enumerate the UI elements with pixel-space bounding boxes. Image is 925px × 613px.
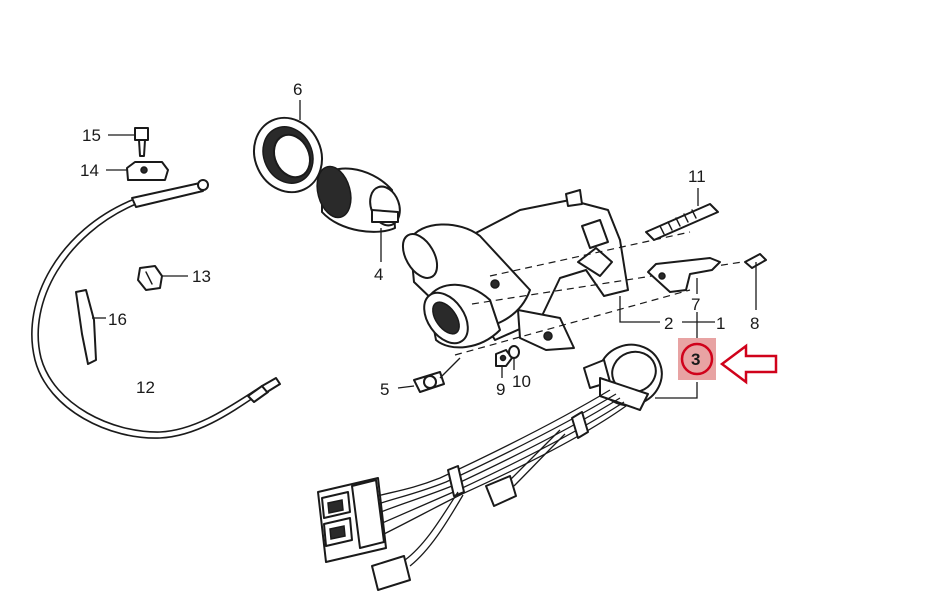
callout-9: 9 xyxy=(496,380,505,399)
callout-10: 10 xyxy=(512,372,531,391)
callout-7: 7 xyxy=(691,295,700,314)
pin-11-part xyxy=(645,188,719,241)
callout-4: 4 xyxy=(374,265,383,284)
clip-14-part xyxy=(106,161,169,181)
callout-15: 15 xyxy=(82,126,101,145)
grommet-16-part xyxy=(75,289,106,365)
callout-6: 6 xyxy=(293,80,302,99)
callout-5: 5 xyxy=(380,380,389,399)
callout-8: 8 xyxy=(750,314,759,333)
screw-15-part xyxy=(108,127,149,157)
ignition-switch-3-part xyxy=(583,343,698,411)
cable-12 xyxy=(31,179,281,439)
callout-14: 14 xyxy=(80,161,99,180)
lever-7-part xyxy=(647,257,721,338)
nut-9-part xyxy=(495,349,513,378)
highlight-marker xyxy=(678,338,716,380)
wiring-harness xyxy=(317,389,627,591)
screw-5-part xyxy=(397,357,461,393)
callout-11: 11 xyxy=(688,167,706,186)
lock-cylinder-4-part xyxy=(316,165,401,262)
lock-housing-part xyxy=(401,189,743,356)
callout-13: 13 xyxy=(192,267,211,286)
callout-12: 12 xyxy=(136,378,155,397)
highlight-arrow-icon xyxy=(719,343,778,385)
ring-6-part xyxy=(253,100,323,194)
clip-13-part xyxy=(137,265,188,291)
screw-8-part xyxy=(744,253,767,310)
callout-16: 16 xyxy=(108,310,127,329)
washer-10-part xyxy=(508,345,520,370)
callout-1: 1 xyxy=(716,314,725,333)
callout-3-highlighted: 3 xyxy=(691,350,700,369)
callout-2: 2 xyxy=(664,314,673,333)
